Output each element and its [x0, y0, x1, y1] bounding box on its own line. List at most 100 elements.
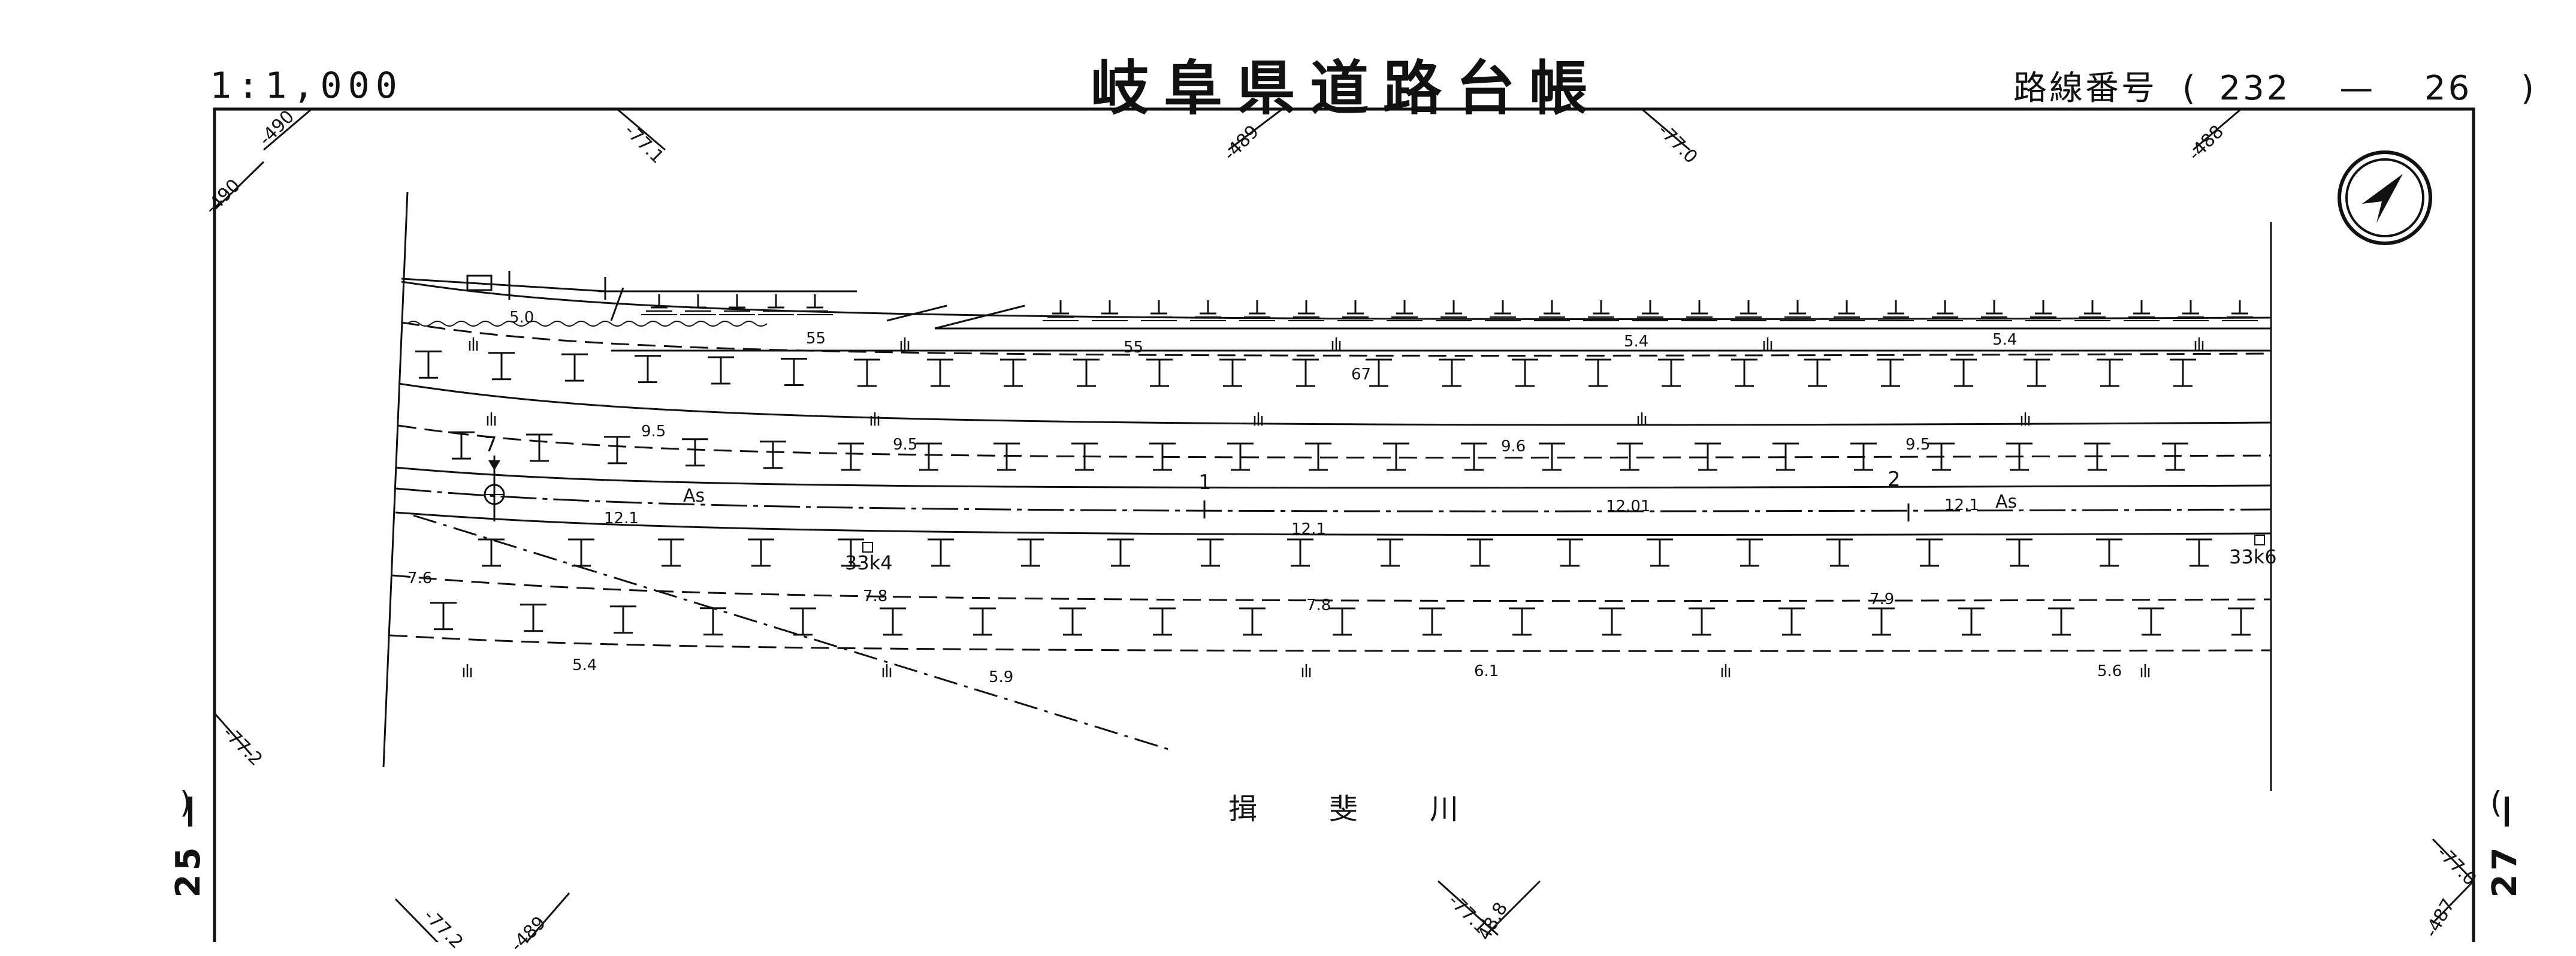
embankment-symbol	[1336, 299, 1375, 322]
embankment-symbol	[1680, 299, 1719, 322]
slope-symbol	[878, 607, 907, 636]
slope-symbol	[1016, 538, 1045, 567]
slope-symbol	[477, 538, 506, 567]
grass-symbol	[2140, 663, 2150, 678]
slope-symbol	[560, 353, 589, 382]
grass-symbol	[487, 411, 496, 427]
slope-symbol	[1777, 607, 1806, 636]
slope-symbol	[2095, 358, 2124, 387]
embankment-symbol	[2122, 299, 2161, 322]
elev-label: 5.6	[2097, 662, 2122, 680]
slope-symbol	[1803, 358, 1832, 387]
elev-label: 9.5	[1905, 436, 1931, 454]
elev-label: 9.5	[893, 436, 918, 454]
slope-symbol	[2095, 538, 2124, 567]
river-name: 揖斐川	[1228, 792, 1531, 826]
slope-symbol	[1584, 358, 1612, 387]
slope-symbol	[999, 358, 1028, 387]
elev-label: 7.6	[407, 569, 433, 587]
elev-label: 5.9	[989, 668, 1014, 686]
embankment-symbol	[679, 293, 717, 316]
slope-symbol	[1867, 607, 1896, 636]
slope-symbol	[609, 605, 638, 634]
slope-symbol	[1072, 358, 1101, 387]
elev-label: 5.4	[1992, 331, 2018, 349]
slope-symbol	[1687, 607, 1716, 636]
embankment-symbol	[1287, 299, 1325, 322]
slope-symbol	[1218, 358, 1247, 387]
slope-symbol	[1915, 538, 1944, 567]
elev-label: 12.1	[604, 509, 639, 527]
embankment-symbol	[1778, 299, 1817, 322]
slope-symbol	[2022, 358, 2051, 387]
boundary-line	[413, 514, 1169, 750]
grass-symbol	[463, 663, 472, 678]
surface-label: As	[1995, 491, 2018, 512]
slope-symbol	[429, 602, 458, 631]
elev-label: 7.8	[863, 587, 888, 605]
slope-symbol	[2005, 538, 2034, 567]
elev-label: 55	[806, 330, 826, 348]
slope-symbol	[926, 358, 955, 387]
embankment-symbol	[1041, 299, 1080, 322]
embankment-symbol	[1484, 299, 1522, 322]
slope-symbol	[926, 538, 955, 567]
slope-symbol	[747, 538, 775, 567]
slope-symbol	[1328, 607, 1357, 636]
slope-symbol	[657, 538, 685, 567]
slope-symbol	[1291, 358, 1320, 387]
slope-symbol	[1286, 538, 1315, 567]
embankment-symbol	[1926, 299, 1964, 322]
slope-symbol	[699, 607, 727, 636]
adjacent-right-paren: (	[2490, 785, 2502, 820]
adjacent-left-paren: )	[180, 785, 192, 820]
slope-symbol	[1730, 358, 1759, 387]
map-title: 岐阜県道路台帳	[1091, 54, 1603, 123]
route-minor: 26	[2424, 69, 2472, 108]
slope-symbol	[1466, 538, 1494, 567]
route-major: 232	[2219, 69, 2291, 108]
slope-symbol	[1196, 538, 1225, 567]
slope-symbol	[1238, 607, 1267, 636]
embankment-symbol	[2073, 299, 2112, 322]
grass-symbol	[1301, 663, 1311, 678]
embankment-symbol	[718, 293, 756, 316]
slope-symbol	[603, 436, 632, 465]
route-close-paren: )	[2521, 69, 2536, 108]
slope-symbol	[567, 538, 596, 567]
embankment-symbol	[1631, 299, 1669, 322]
slope-symbol	[789, 607, 817, 636]
station-number: 7	[484, 433, 497, 457]
elev-label: 5.4	[1624, 333, 1649, 351]
embankment-symbol	[1091, 299, 1129, 322]
embankment-symbol	[1435, 299, 1473, 322]
embankment-symbol	[2172, 299, 2210, 322]
slope-symbol	[1148, 607, 1177, 636]
slope-symbol	[1106, 538, 1135, 567]
embankment-symbol	[757, 293, 795, 316]
slope-symbol	[759, 441, 787, 469]
route-dash: —	[2339, 69, 2376, 108]
building-outline	[401, 271, 1025, 330]
slope-symbol	[2169, 358, 2197, 387]
grass-symbol	[1331, 336, 1341, 352]
slope-symbol	[1949, 358, 1978, 387]
slope-symbol	[968, 607, 997, 636]
slope-symbol	[914, 442, 943, 471]
embankment-symbol	[2024, 299, 2062, 322]
slope-symbol	[2137, 607, 2166, 636]
elev-label: 12.01	[1606, 497, 1651, 515]
embankment-symbol	[1877, 299, 1915, 322]
surface-label: As	[683, 485, 705, 506]
route-number: 路線番号 ( 232 — 26 )	[2013, 61, 2536, 110]
elev-label: 7.8	[1306, 596, 1331, 614]
slope-symbol	[706, 356, 735, 385]
elev-label: 9.5	[641, 423, 666, 441]
map-scale: 1:1,000	[210, 65, 403, 107]
embankment-symbol	[1729, 299, 1768, 322]
elev-label: 6.1	[1474, 662, 1499, 680]
elev-label: 12.1	[1944, 496, 1979, 514]
grass-symbol	[1637, 411, 1647, 427]
slope-symbol	[681, 438, 709, 467]
slope-symbol	[1876, 358, 1905, 387]
